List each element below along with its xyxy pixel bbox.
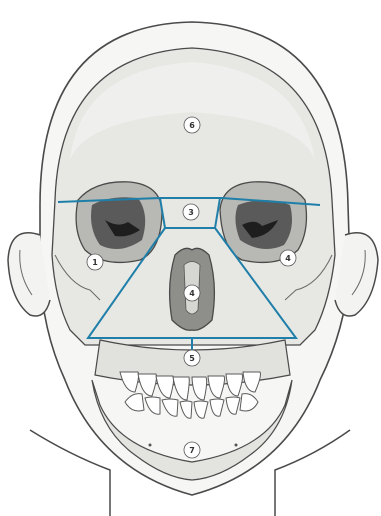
label-maxilla: 5 bbox=[184, 350, 200, 366]
label-mandible: 7 bbox=[184, 442, 200, 458]
label-frontal-text: 6 bbox=[189, 121, 195, 130]
label-maxilla-text: 5 bbox=[189, 354, 195, 363]
label-frontal: 6 bbox=[184, 117, 200, 133]
label-nasal-cavity: 4 bbox=[184, 285, 200, 301]
mental-foramen-left bbox=[149, 444, 152, 447]
label-left-orbit: 1 bbox=[87, 254, 103, 270]
mental-foramen-right bbox=[235, 444, 238, 447]
label-left-orbit-text: 1 bbox=[92, 258, 98, 267]
label-mandible-text: 7 bbox=[189, 446, 195, 455]
label-right-orbit: 4 bbox=[280, 250, 296, 266]
label-right-orbit-text: 4 bbox=[285, 254, 291, 263]
label-nasal-bridge: 3 bbox=[183, 204, 199, 220]
label-nasal-bridge-text: 3 bbox=[188, 208, 194, 217]
label-nasal-cavity-text: 4 bbox=[189, 289, 195, 298]
left-orbit-shadow bbox=[91, 197, 145, 249]
